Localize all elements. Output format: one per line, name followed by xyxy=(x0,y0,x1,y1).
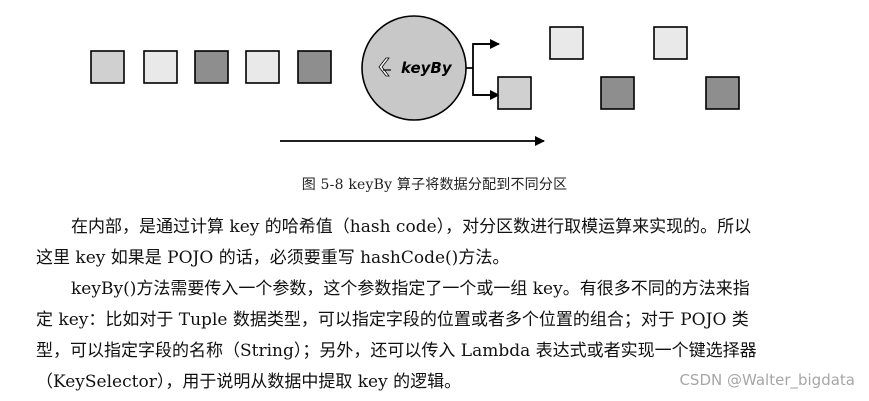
input-record-block xyxy=(143,50,178,84)
keyby-diagram-svg: keyBy xyxy=(90,15,740,146)
flink-logo-icon xyxy=(378,57,391,77)
figure-caption: 图 5-8 keyBy 算子将数据分配到不同分区 xyxy=(301,177,568,193)
source-watermark: CSDN @Walter_bigdata xyxy=(679,371,855,389)
paragraph-line: 型，可以指定字段的名称（String）；另外，还可以传入 Lambda 表达式或… xyxy=(36,341,757,361)
paragraph-line: （KeySelector），用于说明从数据中提取 key 的逻辑。 xyxy=(36,372,462,392)
partition-lower-record-block xyxy=(705,76,740,110)
split-connector xyxy=(466,43,498,96)
keyby-diagram: keyBy xyxy=(0,0,869,200)
paragraph-line: 这里 key 如果是 POJO 的话，必须要重写 hashCode()方法。 xyxy=(36,248,510,268)
partition-upper-record-block xyxy=(549,26,584,60)
paragraph-line: 在内部，是通过计算 key 的哈希值（hash code），对分区数进行取模运算… xyxy=(71,217,752,237)
partition-upper-record-block xyxy=(653,26,688,60)
input-record-block xyxy=(245,50,280,84)
input-record-block xyxy=(297,50,332,84)
paragraph-line: keyBy()方法需要传入一个参数，这个参数指定了一个或一组 key。有很多不同… xyxy=(71,279,750,299)
partition-lower-record-block xyxy=(600,76,635,110)
keyby-operator-label: keyBy xyxy=(401,59,453,77)
input-record-block xyxy=(90,50,125,84)
paragraph-line: 定 key：比如对于 Tuple 数据类型，可以指定字段的位置或者多个位置的组合… xyxy=(36,310,749,330)
input-record-block xyxy=(194,50,229,84)
paragraph-keyby-usage: keyBy()方法需要传入一个参数，这个参数指定了一个或一组 key。有很多不同… xyxy=(36,274,842,398)
partition-lower-record-block xyxy=(497,76,532,110)
paragraph-hash-explanation: 在内部，是通过计算 key 的哈希值（hash code），对分区数进行取模运算… xyxy=(36,212,842,274)
